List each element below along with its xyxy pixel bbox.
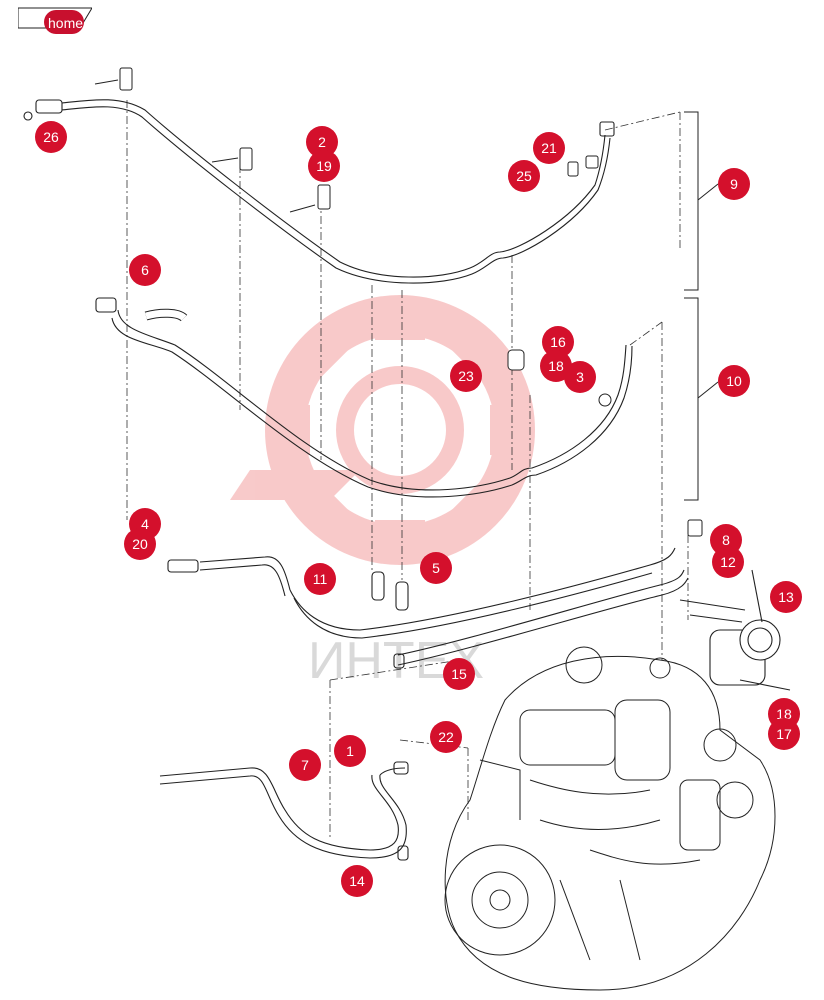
home-tab[interactable]: home — [18, 6, 92, 34]
callout-1[interactable]: 1 — [334, 735, 366, 767]
alignment-lines — [126, 100, 689, 840]
callout-6[interactable]: 6 — [129, 254, 161, 286]
callout-14[interactable]: 14 — [341, 865, 373, 897]
small-parts — [94, 67, 703, 537]
callout-20[interactable]: 20 — [124, 528, 156, 560]
callout-7[interactable]: 7 — [289, 749, 321, 781]
hose-upper — [23, 99, 615, 284]
callout-22[interactable]: 22 — [430, 721, 462, 753]
home-badge — [44, 10, 84, 34]
callout-5[interactable]: 5 — [420, 552, 452, 584]
watermark-logo — [230, 295, 535, 565]
callout-15[interactable]: 15 — [443, 658, 475, 690]
hose-long — [289, 547, 689, 669]
home-label: home — [48, 15, 84, 31]
callout-21[interactable]: 21 — [533, 132, 565, 164]
callout-9[interactable]: 9 — [718, 168, 750, 200]
callout-23[interactable]: 23 — [450, 360, 482, 392]
hose-lower — [95, 297, 633, 498]
callout-25[interactable]: 25 — [508, 160, 540, 192]
callout-19[interactable]: 19 — [308, 150, 340, 182]
callout-12[interactable]: 12 — [712, 546, 744, 578]
group-brackets — [684, 111, 719, 501]
callout-17[interactable]: 17 — [768, 718, 800, 750]
callout-11[interactable]: 11 — [304, 563, 336, 595]
callout-10[interactable]: 10 — [718, 365, 750, 397]
engine — [444, 646, 776, 991]
callout-13[interactable]: 13 — [770, 581, 802, 613]
callout-26[interactable]: 26 — [35, 121, 67, 153]
hose-lower-left — [159, 761, 409, 861]
compressor — [679, 569, 791, 691]
hose-11 — [167, 556, 409, 611]
callout-3[interactable]: 3 — [564, 361, 596, 393]
